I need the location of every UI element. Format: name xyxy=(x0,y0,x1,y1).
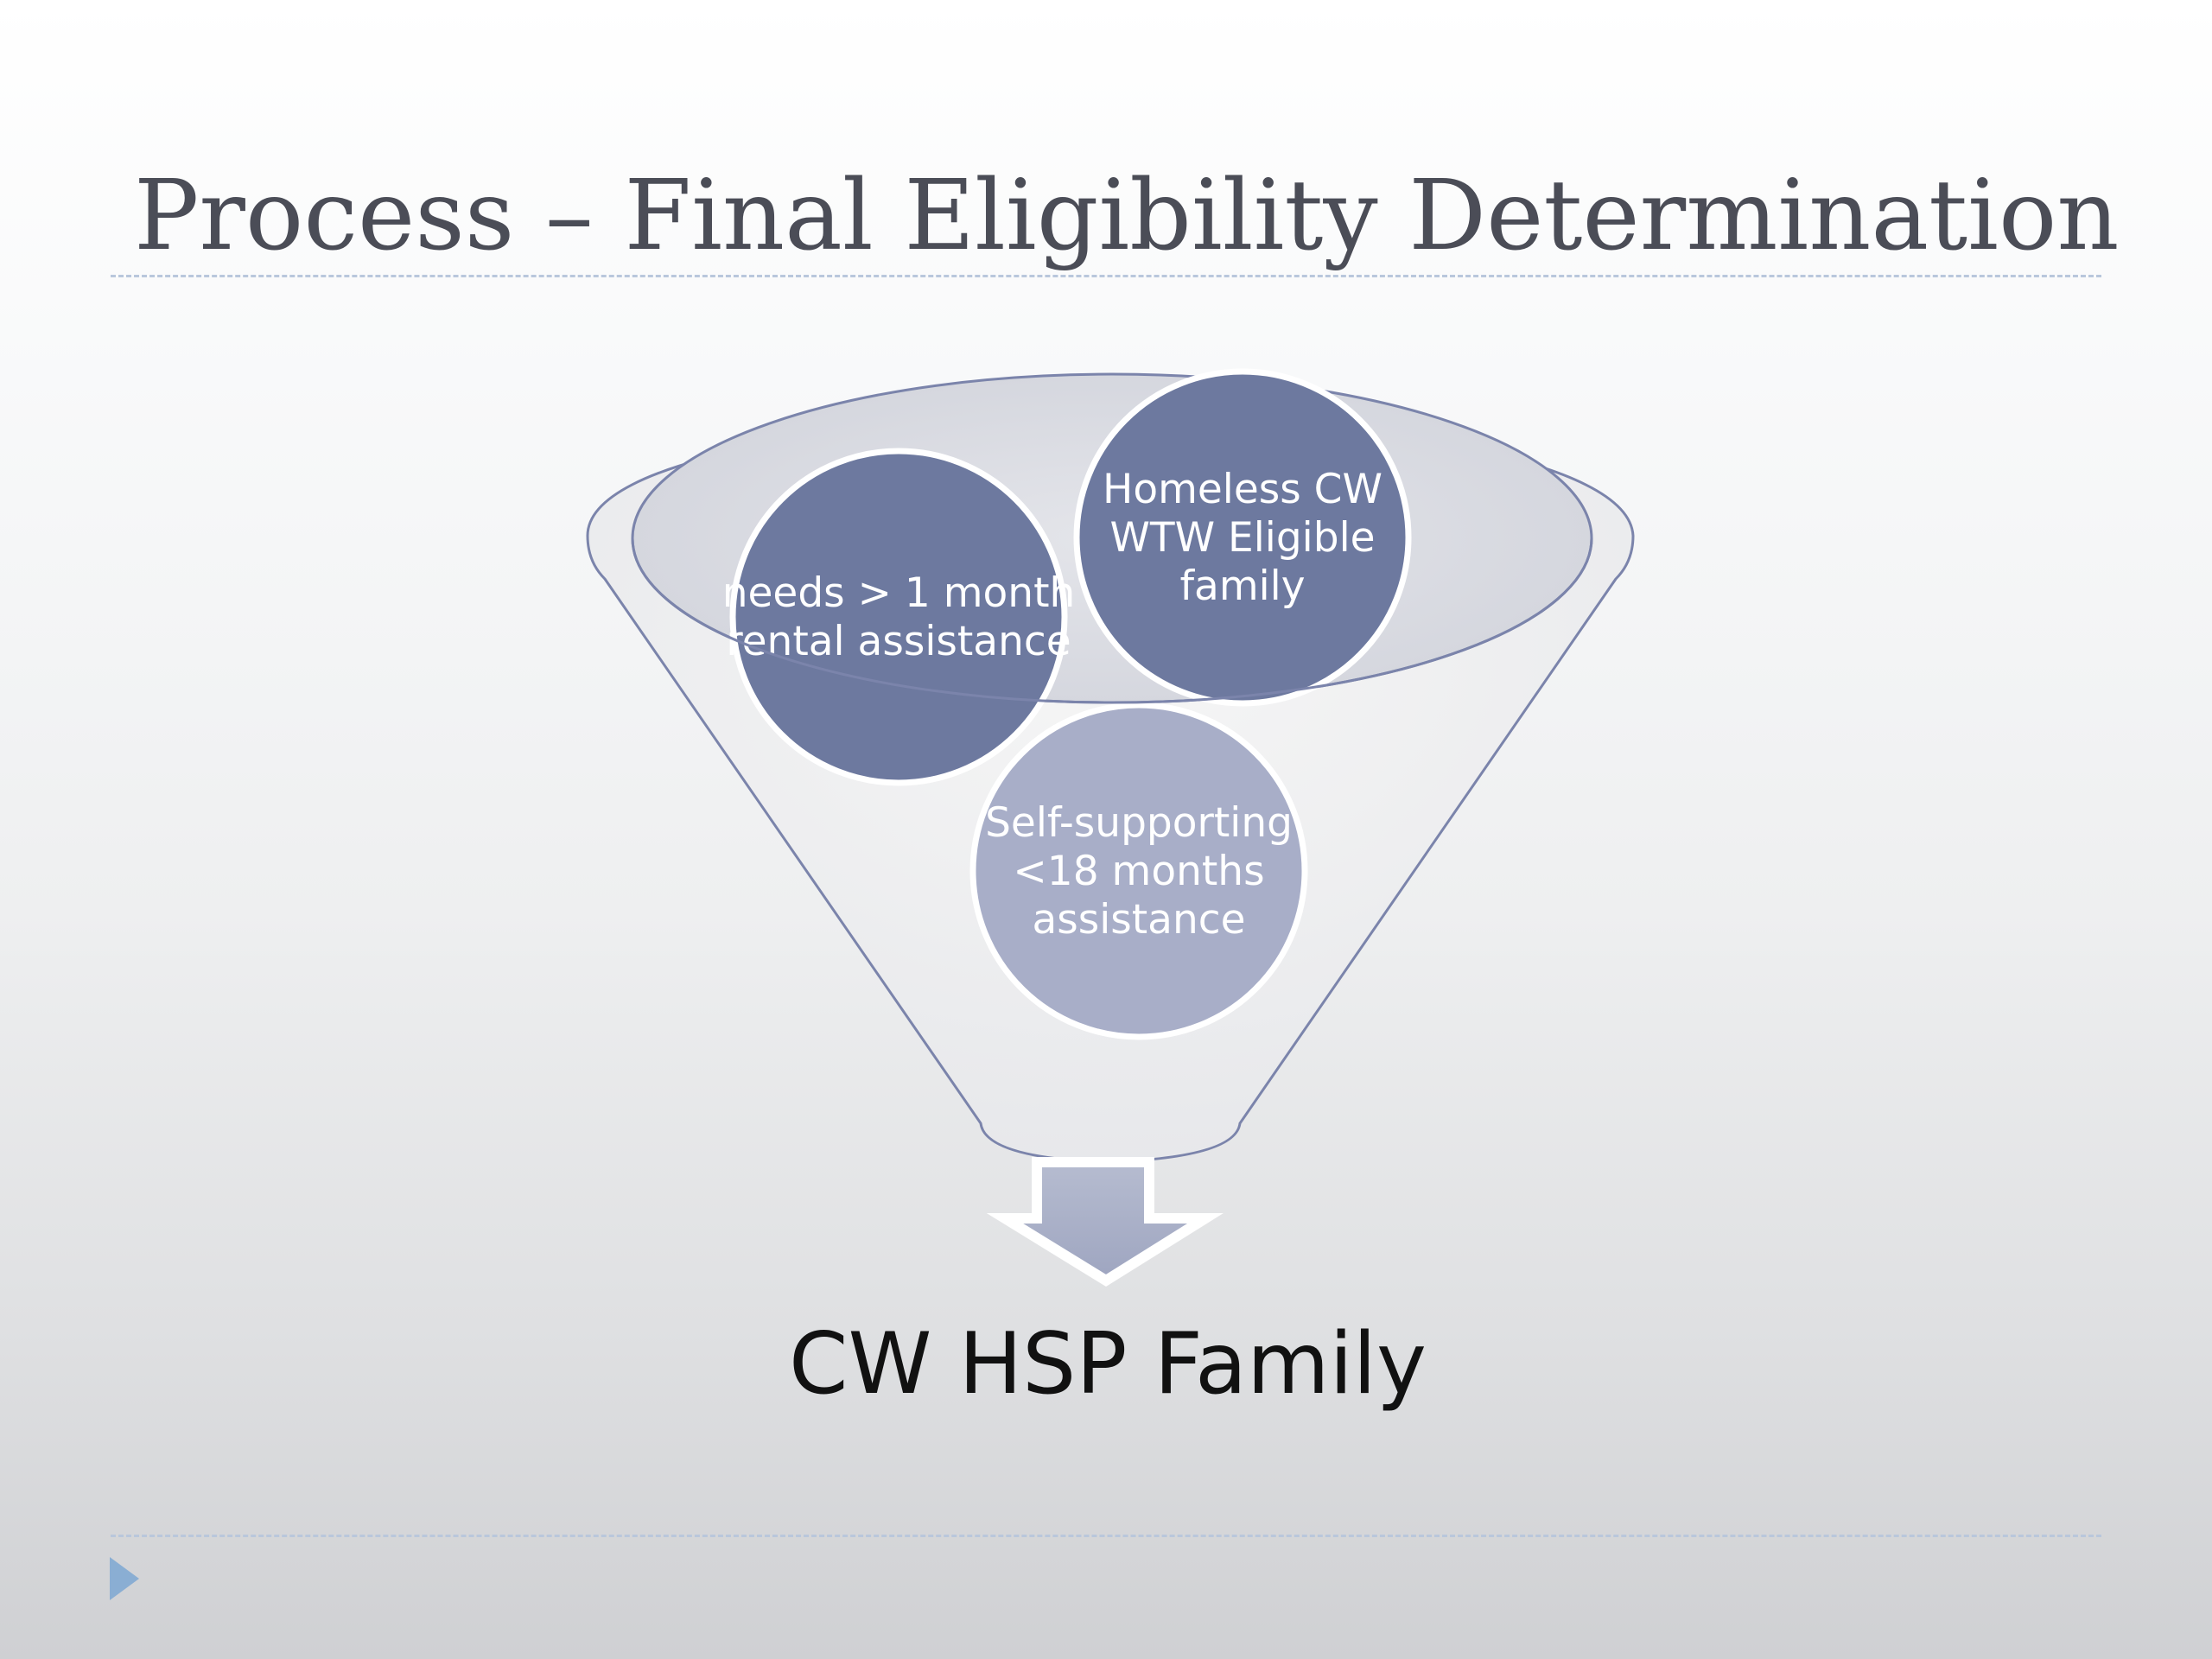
funnel-circle-line: needs > 1 month xyxy=(722,569,1076,617)
funnel-circle-homeless xyxy=(1073,368,1412,707)
title-divider xyxy=(111,275,2101,277)
funnel-circle-line: <18 months xyxy=(1013,848,1264,895)
funnel-circle-self-supporting xyxy=(969,702,1308,1040)
funnel-circle-line: assistance xyxy=(1032,896,1245,944)
funnel-circle-line: Self-supporting xyxy=(985,799,1293,847)
funnel-result-label: CW HSP Family xyxy=(789,1315,1427,1414)
funnel-circle-line: rental assistance xyxy=(726,618,1071,665)
funnel-circle-needs xyxy=(729,448,1068,786)
funnel-circle-line: family xyxy=(1179,563,1305,610)
funnel-mouth-rim xyxy=(631,537,1593,704)
slide-title: Process – Final Eligibility Determinatio… xyxy=(134,160,2120,272)
slide-bullet-icon xyxy=(110,1557,139,1600)
funnel-circle-line: WTW Eligible xyxy=(1109,514,1375,562)
footer-divider xyxy=(111,1535,2101,1537)
funnel-circle-line: Homeless CW xyxy=(1103,466,1382,513)
down-arrow-icon xyxy=(986,1157,1224,1287)
